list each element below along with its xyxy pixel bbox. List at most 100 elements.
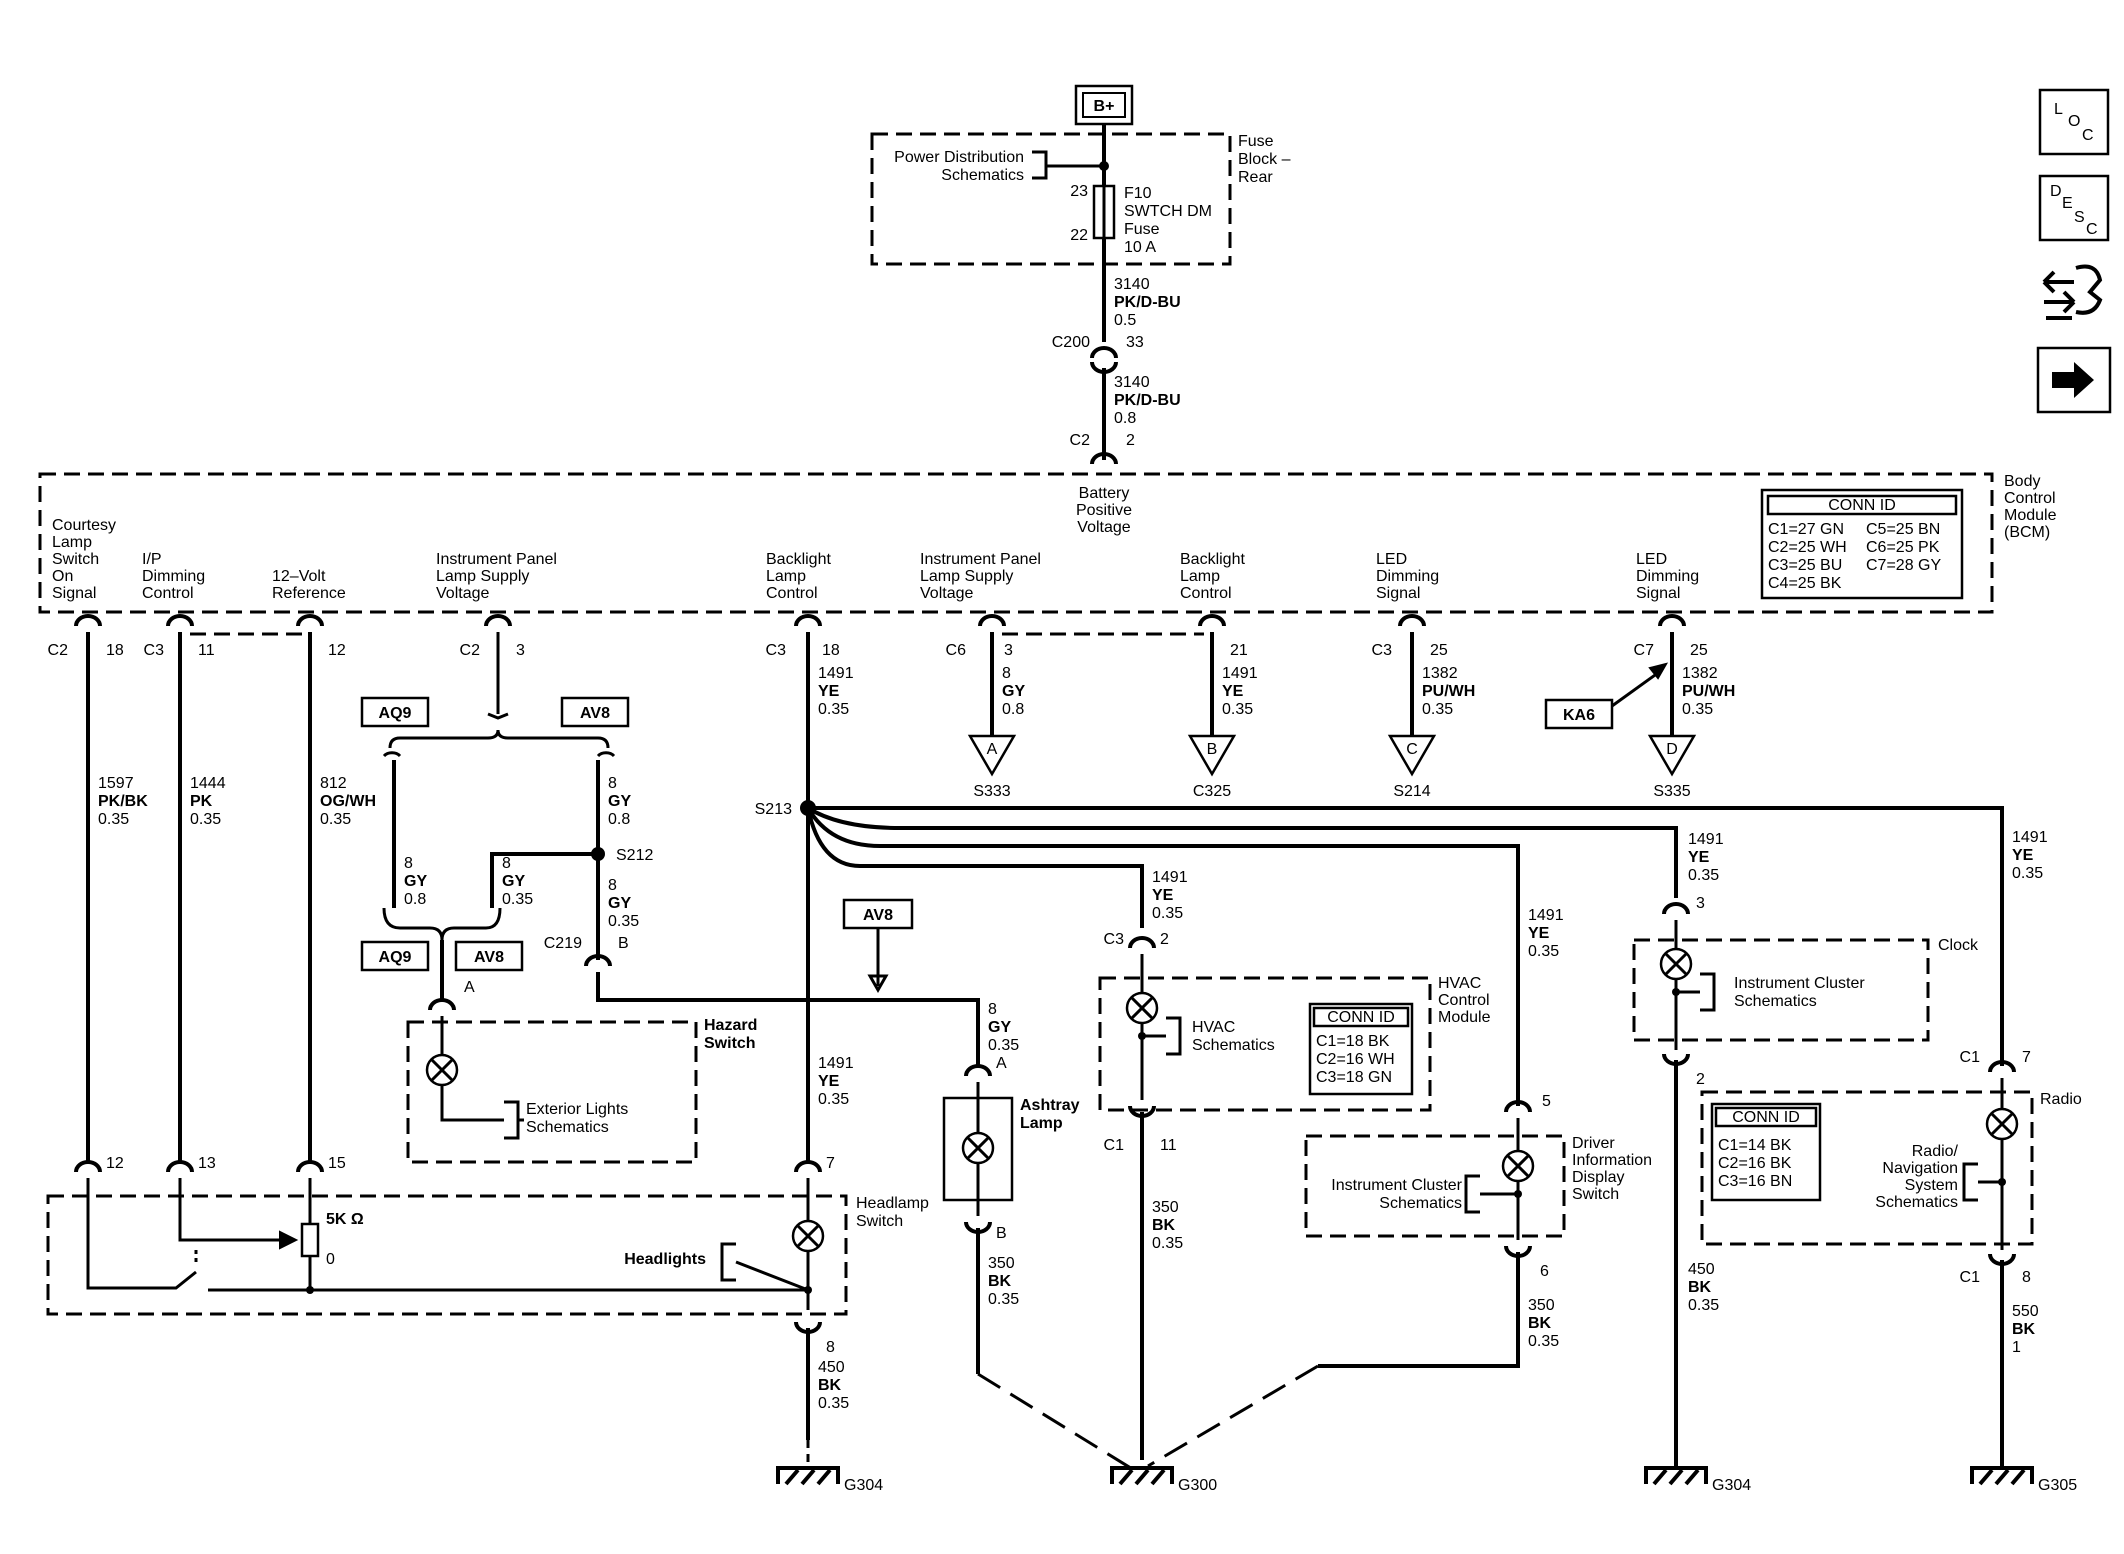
svg-text:S: S bbox=[2074, 209, 2085, 226]
ground-g300: G300 bbox=[1110, 1466, 1217, 1494]
svg-text:8: 8 bbox=[404, 855, 413, 872]
radio-navigation-schematics-ref[interactable]: Radio/ Navigation System Schematics bbox=[1875, 1143, 1958, 1211]
option-av8-bottom[interactable]: AV8 bbox=[454, 940, 524, 972]
option-ka6[interactable]: KA6 bbox=[1544, 698, 1614, 730]
desc-button[interactable]: D E S C bbox=[2038, 174, 2110, 242]
svg-text:0.35: 0.35 bbox=[320, 811, 351, 828]
svg-text:YE: YE bbox=[818, 1073, 840, 1090]
svg-text:Instrument Cluster: Instrument Cluster bbox=[1734, 975, 1865, 992]
svg-text:15: 15 bbox=[328, 1155, 346, 1172]
svg-text:0.35: 0.35 bbox=[1688, 1297, 1719, 1314]
svg-text:8: 8 bbox=[608, 877, 617, 894]
dic-switch-title: Driver Information Display Switch bbox=[1572, 1135, 1652, 1203]
offpage-arrow-b[interactable]: B bbox=[1187, 734, 1237, 777]
svg-text:BK: BK bbox=[818, 1377, 842, 1394]
svg-text:S213: S213 bbox=[755, 801, 792, 818]
loc-button[interactable]: L O C bbox=[2038, 88, 2110, 156]
offpage-arrow-c[interactable]: C bbox=[1387, 734, 1437, 777]
svg-text:0.5: 0.5 bbox=[1114, 312, 1136, 329]
option-av8-ashtray[interactable]: AV8 bbox=[842, 898, 914, 930]
svg-text:AV8: AV8 bbox=[863, 907, 893, 924]
svg-text:Dimming: Dimming bbox=[1376, 568, 1439, 585]
option-aq9-top[interactable]: AQ9 bbox=[360, 696, 430, 728]
svg-text:KA6: KA6 bbox=[1563, 707, 1595, 724]
svg-text:PK/BK: PK/BK bbox=[98, 793, 148, 810]
svg-text:CONN ID: CONN ID bbox=[1327, 1009, 1395, 1026]
power-distribution-schematics-ref[interactable]: Power Distribution Schematics bbox=[894, 149, 1109, 184]
svg-text:CONN ID: CONN ID bbox=[1828, 497, 1896, 514]
svg-text:C: C bbox=[1406, 741, 1418, 758]
svg-text:C: C bbox=[2082, 127, 2094, 144]
svg-text:8: 8 bbox=[1002, 665, 1011, 682]
option-av8-top[interactable]: AV8 bbox=[560, 696, 630, 728]
svg-text:1491: 1491 bbox=[818, 665, 854, 682]
svg-text:Information: Information bbox=[1572, 1152, 1652, 1169]
svg-text:0.35: 0.35 bbox=[818, 1395, 849, 1412]
svg-text:D: D bbox=[2050, 183, 2062, 200]
wire-s213-radio bbox=[808, 806, 2004, 1066]
hvac-schematics-ref[interactable]: HVAC Schematics bbox=[1192, 1019, 1275, 1054]
svg-text:Ashtray: Ashtray bbox=[1020, 1097, 1080, 1114]
svg-text:LED: LED bbox=[1376, 551, 1407, 568]
headlights-lamp-icon bbox=[791, 1219, 825, 1253]
svg-text:6: 6 bbox=[1540, 1263, 1549, 1280]
exchange-arrows-icon bbox=[2042, 264, 2103, 320]
svg-text:GY: GY bbox=[502, 873, 525, 890]
svg-text:0.35: 0.35 bbox=[1682, 701, 1713, 718]
svg-text:12–Volt: 12–Volt bbox=[272, 568, 326, 585]
wire-ashtray-feed bbox=[596, 972, 980, 1066]
svg-text:Signal: Signal bbox=[52, 585, 96, 602]
offpage-arrow-d[interactable]: D bbox=[1647, 734, 1697, 777]
svg-text:BK: BK bbox=[1152, 1217, 1176, 1234]
svg-text:Voltage: Voltage bbox=[436, 585, 489, 602]
svg-text:PK/D-BU: PK/D-BU bbox=[1114, 294, 1181, 311]
exterior-lights-schematics-ref[interactable]: Exterior Lights Schematics bbox=[526, 1101, 628, 1136]
bcm-title: Body Control Module (BCM) bbox=[2004, 473, 2057, 541]
instrument-cluster-schematics-ref-clock[interactable]: Instrument Cluster Schematics bbox=[1734, 975, 1865, 1010]
svg-text:C1=27 GN: C1=27 GN bbox=[1768, 521, 1844, 538]
svg-text:0.35: 0.35 bbox=[988, 1291, 1019, 1308]
svg-text:0.35: 0.35 bbox=[1152, 1235, 1183, 1252]
svg-text:Lamp Supply: Lamp Supply bbox=[920, 568, 1013, 585]
svg-text:0.8: 0.8 bbox=[608, 811, 630, 828]
connector-exchange-button[interactable] bbox=[2042, 264, 2103, 320]
svg-text:GY: GY bbox=[988, 1019, 1011, 1036]
svg-text:0.35: 0.35 bbox=[502, 891, 533, 908]
svg-text:YE: YE bbox=[1688, 849, 1710, 866]
svg-text:PU/WH: PU/WH bbox=[1682, 683, 1735, 700]
svg-text:0.8: 0.8 bbox=[1114, 410, 1136, 427]
svg-text:Fuse: Fuse bbox=[1238, 133, 1274, 150]
next-button[interactable] bbox=[2036, 346, 2112, 414]
svg-text:I/P: I/P bbox=[142, 551, 162, 568]
connector-c2-top bbox=[1090, 452, 1118, 465]
svg-text:7: 7 bbox=[2022, 1049, 2031, 1066]
svg-text:13: 13 bbox=[198, 1155, 216, 1172]
svg-text:HVAC: HVAC bbox=[1438, 975, 1481, 992]
instrument-cluster-schematics-ref-dic[interactable]: Instrument Cluster Schematics bbox=[1331, 1177, 1462, 1212]
battery-label: B+ bbox=[1094, 98, 1115, 115]
wire-s213-clock bbox=[806, 806, 1678, 898]
dic-lamp-icon bbox=[1501, 1149, 1535, 1183]
svg-text:HVAC: HVAC bbox=[1192, 1019, 1235, 1036]
option-aq9-bottom[interactable]: AQ9 bbox=[360, 940, 430, 972]
hazard-switch-box bbox=[406, 1020, 698, 1164]
svg-text:3: 3 bbox=[516, 642, 525, 659]
svg-text:C1: C1 bbox=[1960, 1269, 1981, 1286]
c200-label: C200 bbox=[1052, 334, 1090, 351]
svg-text:8: 8 bbox=[826, 1339, 835, 1356]
svg-text:B: B bbox=[1207, 741, 1218, 758]
svg-text:Radio/: Radio/ bbox=[1912, 1143, 1959, 1160]
offpage-arrow-a[interactable]: A bbox=[967, 734, 1017, 777]
headlamp-switch-box bbox=[46, 1194, 848, 1316]
svg-text:Schematics: Schematics bbox=[1192, 1037, 1275, 1054]
svg-text:AV8: AV8 bbox=[580, 705, 610, 722]
svg-text:YE: YE bbox=[1152, 887, 1174, 904]
headlamp-switch-title: Headlamp Switch bbox=[856, 1195, 929, 1230]
svg-text:18: 18 bbox=[106, 642, 124, 659]
terminal-label-12v-ref: 12–Volt Reference bbox=[272, 568, 346, 602]
